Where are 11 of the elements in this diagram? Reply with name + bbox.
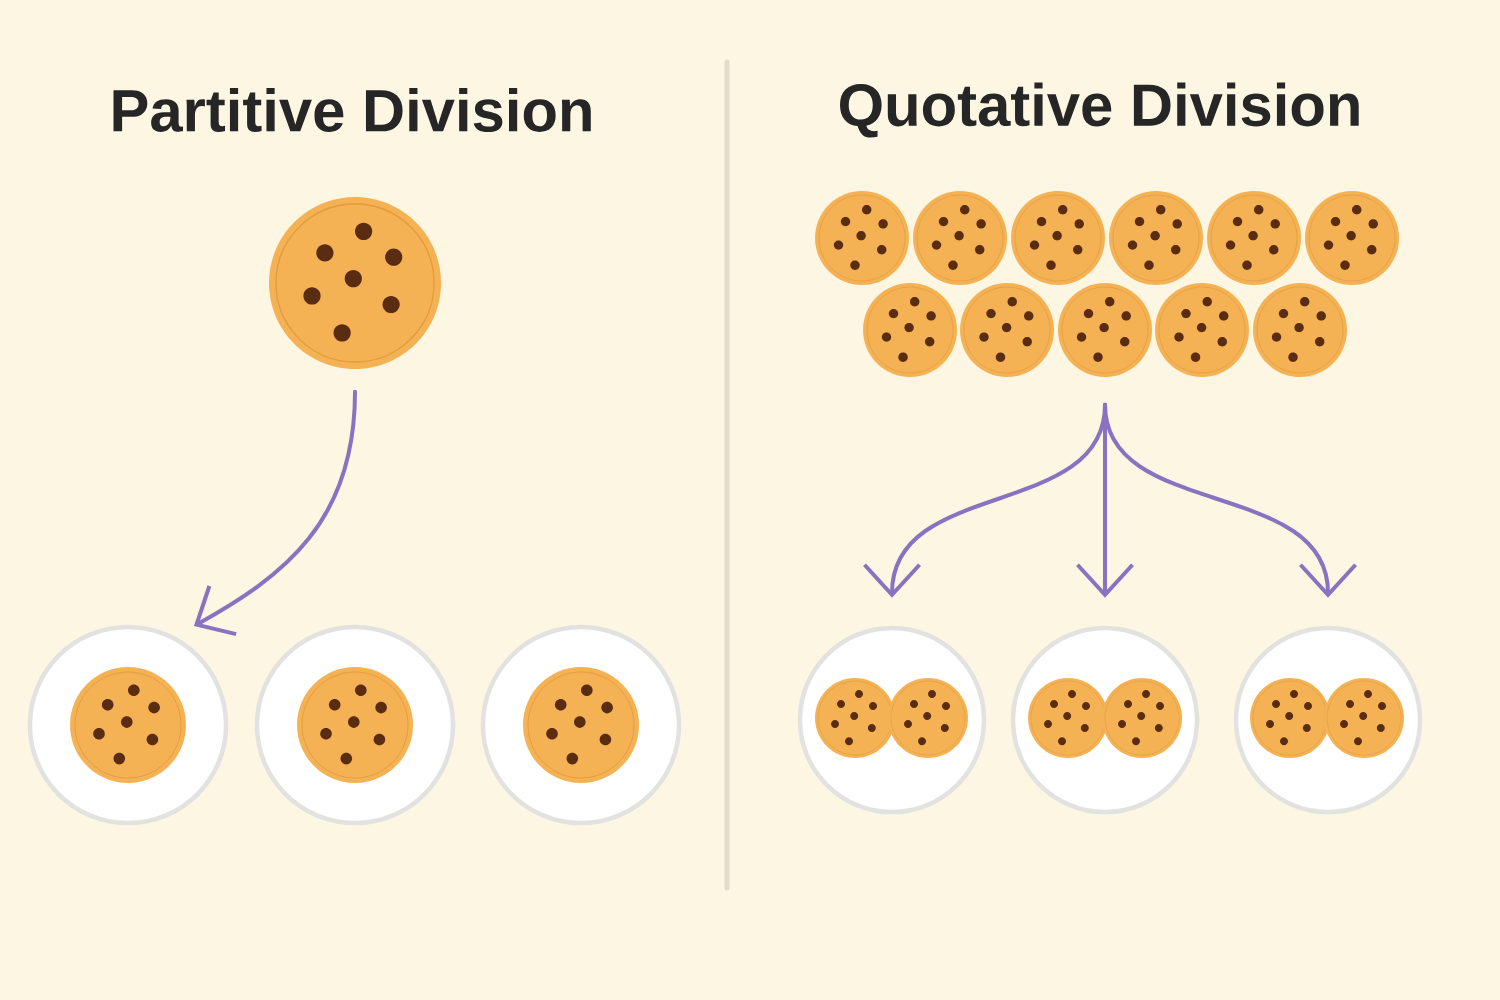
arrow bbox=[193, 389, 357, 637]
plate-drawing bbox=[27, 624, 229, 826]
cookie-drawing bbox=[269, 197, 441, 369]
plate-drawing bbox=[254, 624, 456, 826]
plate-drawing bbox=[1233, 625, 1423, 815]
plate-drawing bbox=[797, 625, 987, 815]
cookie-pile-drawing bbox=[815, 191, 1399, 377]
arrow bbox=[1103, 402, 1357, 598]
heading: Partitive Division bbox=[113, 88, 591, 132]
plate-drawing bbox=[1010, 625, 1200, 815]
plate-drawing bbox=[480, 624, 682, 826]
